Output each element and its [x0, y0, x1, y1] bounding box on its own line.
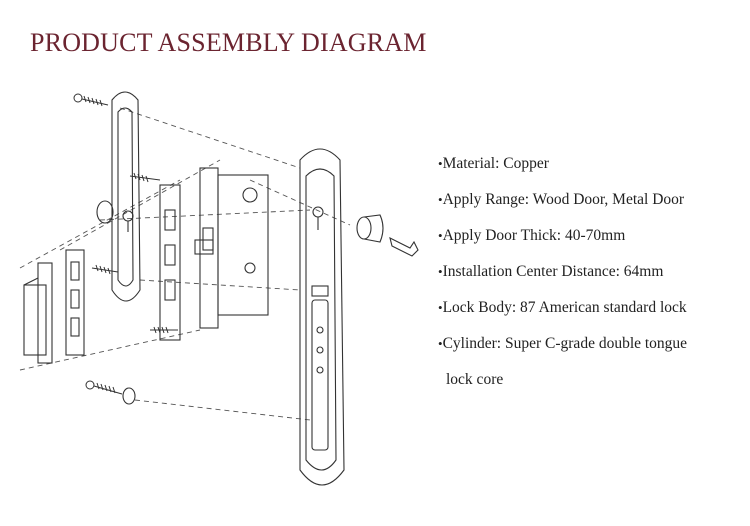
hole-cap: [122, 387, 136, 405]
screw-top: [73, 93, 109, 107]
spec-item: •Lock Body: 87 American standard lock: [438, 299, 687, 316]
assembly-diagram: [19, 91, 419, 486]
spec-item: •Cylinder: Super C-grade double tongue: [438, 335, 688, 352]
page-title: PRODUCT ASSEMBLY DIAGRAM: [30, 28, 427, 57]
spec-item: •Material: Copper: [438, 155, 549, 172]
back-escutcheon-plate: [111, 91, 141, 302]
key: [389, 236, 419, 257]
spec-item-continuation: lock core: [446, 371, 504, 388]
spec-item: •Apply Range: Wood Door, Metal Door: [438, 191, 685, 208]
mortise-lock-body: [194, 167, 269, 329]
spec-item: •Installation Center Distance: 64mm: [438, 263, 664, 280]
strike-plate: [65, 249, 85, 356]
spec-list: •Material: Copper •Apply Range: Wood Doo…: [438, 146, 743, 398]
screw-mid-left: [91, 264, 119, 275]
screw-lower: [85, 380, 123, 395]
screw-body-bottom: [150, 326, 178, 334]
front-escutcheon-plate: [299, 148, 345, 486]
thumb-cap: [96, 200, 114, 224]
face-plate: [159, 184, 181, 341]
lock-cylinder: [356, 214, 384, 243]
spec-item: •Apply Door Thick: 40-70mm: [438, 227, 626, 244]
latch-bolt: [23, 262, 53, 364]
screw-body-top: [129, 172, 161, 183]
